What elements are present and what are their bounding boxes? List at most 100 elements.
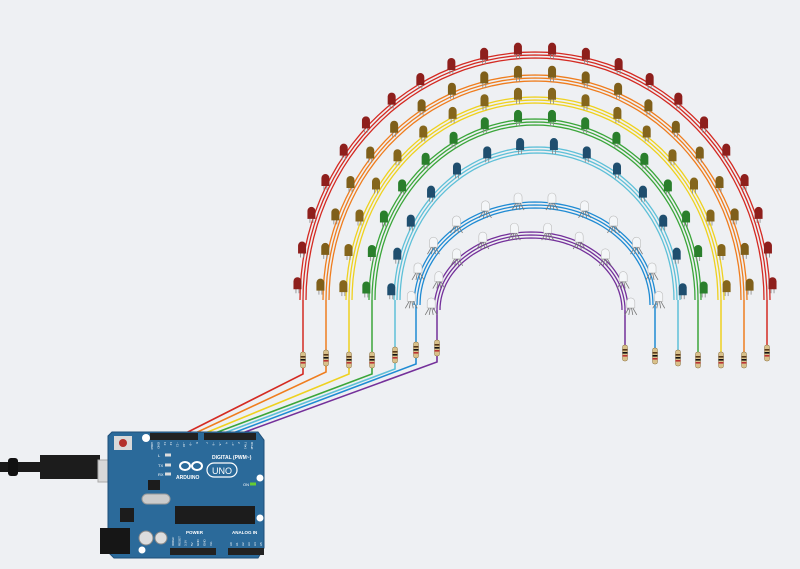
led-yellow[interactable] [355, 209, 364, 226]
led-orange[interactable] [417, 99, 426, 116]
led-yellow[interactable] [722, 280, 731, 297]
power-header[interactable] [170, 548, 216, 555]
usb-cable[interactable] [0, 462, 50, 472]
led-orange[interactable] [730, 208, 739, 225]
wire-orange[interactable] [328, 80, 742, 301]
led-red[interactable] [614, 58, 623, 75]
rgb-led[interactable] [578, 200, 591, 219]
led-orange[interactable] [715, 175, 724, 192]
led-yellow[interactable] [393, 149, 402, 166]
led-cyan[interactable] [393, 247, 402, 264]
resistor[interactable] [346, 351, 352, 369]
led-orange[interactable] [671, 120, 680, 137]
led-red[interactable] [298, 241, 307, 258]
digital-header-high[interactable] [150, 433, 198, 440]
wire-blue[interactable] [413, 201, 657, 306]
rgb-led[interactable] [507, 222, 521, 241]
led-yellow[interactable] [513, 87, 522, 104]
led-cyan[interactable] [427, 185, 436, 202]
led-cyan[interactable] [638, 185, 647, 202]
analog-header[interactable] [228, 548, 264, 555]
rgb-led[interactable] [607, 215, 620, 234]
resistor[interactable] [300, 351, 306, 369]
resistor[interactable] [652, 347, 658, 365]
resistor[interactable] [434, 339, 440, 357]
led-cyan[interactable] [672, 247, 681, 264]
led-yellow[interactable] [344, 243, 353, 260]
wire-orange[interactable] [325, 77, 745, 301]
resistor[interactable] [392, 346, 398, 364]
wire-cyan-to-arduino[interactable] [215, 363, 396, 437]
wire-cyan[interactable] [399, 152, 675, 301]
resistor[interactable] [622, 344, 628, 362]
led-green[interactable] [514, 109, 523, 126]
rgb-led[interactable] [450, 215, 463, 234]
wire-blue[interactable] [416, 204, 654, 306]
reset-button-cap[interactable] [119, 439, 127, 447]
led-green[interactable] [362, 281, 371, 298]
led-red[interactable] [768, 277, 777, 294]
led-red[interactable] [307, 206, 316, 223]
led-green[interactable] [480, 117, 489, 134]
led-orange[interactable] [447, 82, 456, 99]
resistor[interactable] [741, 351, 747, 369]
led-green[interactable] [663, 179, 672, 196]
resistor[interactable] [369, 351, 375, 369]
led-red[interactable] [361, 116, 370, 133]
led-green[interactable] [449, 131, 458, 148]
led-orange[interactable] [513, 65, 522, 82]
rgb-led[interactable] [479, 200, 492, 219]
led-red[interactable] [763, 241, 772, 258]
led-yellow[interactable] [448, 106, 457, 123]
led-orange[interactable] [321, 242, 330, 259]
led-red[interactable] [339, 143, 348, 160]
arduino-uno-board[interactable]: ARDUINO UNO DIGITAL (PWM~) POWER ANALOG … [0, 431, 265, 559]
led-orange[interactable] [614, 82, 623, 99]
led-cyan[interactable] [516, 138, 525, 155]
led-green[interactable] [640, 152, 649, 169]
led-yellow[interactable] [717, 243, 726, 260]
rgb-led[interactable] [572, 231, 586, 250]
led-yellow[interactable] [480, 94, 489, 111]
wire-purple[interactable] [433, 231, 629, 311]
led-cyan[interactable] [549, 138, 558, 155]
led-red[interactable] [387, 92, 396, 109]
led-green[interactable] [379, 210, 388, 227]
rgb-led[interactable] [411, 262, 425, 281]
wire-purple[interactable] [439, 237, 623, 311]
wire-red-to-arduino[interactable] [179, 368, 304, 437]
led-red[interactable] [740, 174, 749, 191]
led-red[interactable] [513, 42, 522, 59]
led-orange[interactable] [581, 71, 590, 88]
rgb-led[interactable] [545, 192, 559, 211]
led-cyan[interactable] [387, 283, 396, 300]
wire-green[interactable] [368, 118, 702, 301]
resistor[interactable] [413, 341, 419, 359]
led-orange[interactable] [480, 71, 489, 88]
led-cyan[interactable] [613, 162, 622, 179]
wire-red[interactable] [305, 57, 765, 301]
led-orange[interactable] [366, 146, 375, 163]
led-yellow[interactable] [613, 106, 622, 123]
led-red[interactable] [321, 174, 330, 191]
rgb-led[interactable] [432, 271, 446, 289]
led-cyan[interactable] [582, 146, 591, 163]
led-orange[interactable] [548, 65, 557, 82]
resistor[interactable] [764, 344, 770, 362]
led-red[interactable] [754, 206, 763, 223]
rgb-led[interactable] [645, 262, 659, 281]
led-cyan[interactable] [452, 162, 461, 179]
led-yellow[interactable] [581, 94, 590, 111]
wire-red[interactable] [302, 54, 768, 301]
led-green[interactable] [699, 281, 708, 298]
led-cyan[interactable] [659, 214, 668, 231]
led-red[interactable] [293, 277, 302, 294]
resistor[interactable] [718, 351, 724, 369]
power-jack[interactable] [100, 528, 130, 554]
wire-orange[interactable] [322, 74, 748, 301]
led-orange[interactable] [644, 99, 653, 116]
rgb-led[interactable] [424, 297, 438, 316]
led-orange[interactable] [346, 175, 355, 192]
rgb-led[interactable] [652, 291, 666, 309]
led-red[interactable] [700, 116, 709, 133]
